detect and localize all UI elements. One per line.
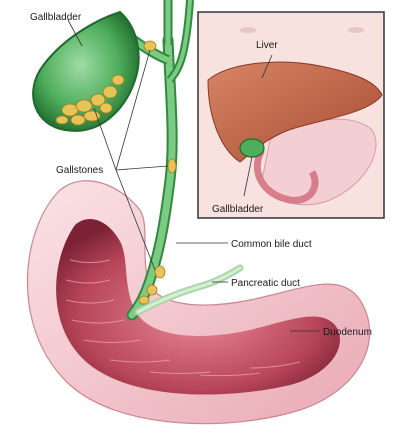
duodenum-lumen	[56, 219, 340, 395]
label-pancreatic-duct: Pancreatic duct	[231, 278, 300, 289]
inset-gallbladder	[239, 138, 265, 158]
inset-label-gallbladder: Gallbladder	[212, 204, 264, 215]
gallbladder-stones	[55, 74, 125, 126]
inset-label-liver: Liver	[256, 40, 278, 51]
duodenum-folds	[65, 259, 301, 377]
leader-lines	[67, 19, 320, 332]
duct-stones	[138, 40, 177, 305]
gallbladder-organ	[32, 10, 140, 132]
inset-liver	[207, 61, 383, 163]
inset-panel	[197, 11, 385, 219]
label-gallstones: Gallstones	[56, 165, 103, 176]
label-gallbladder: Gallbladder	[30, 12, 82, 23]
label-duodenum: Duodenum	[323, 327, 372, 338]
inset-duodenum	[253, 148, 319, 204]
label-common-bile-duct: Common bile duct	[231, 239, 312, 250]
